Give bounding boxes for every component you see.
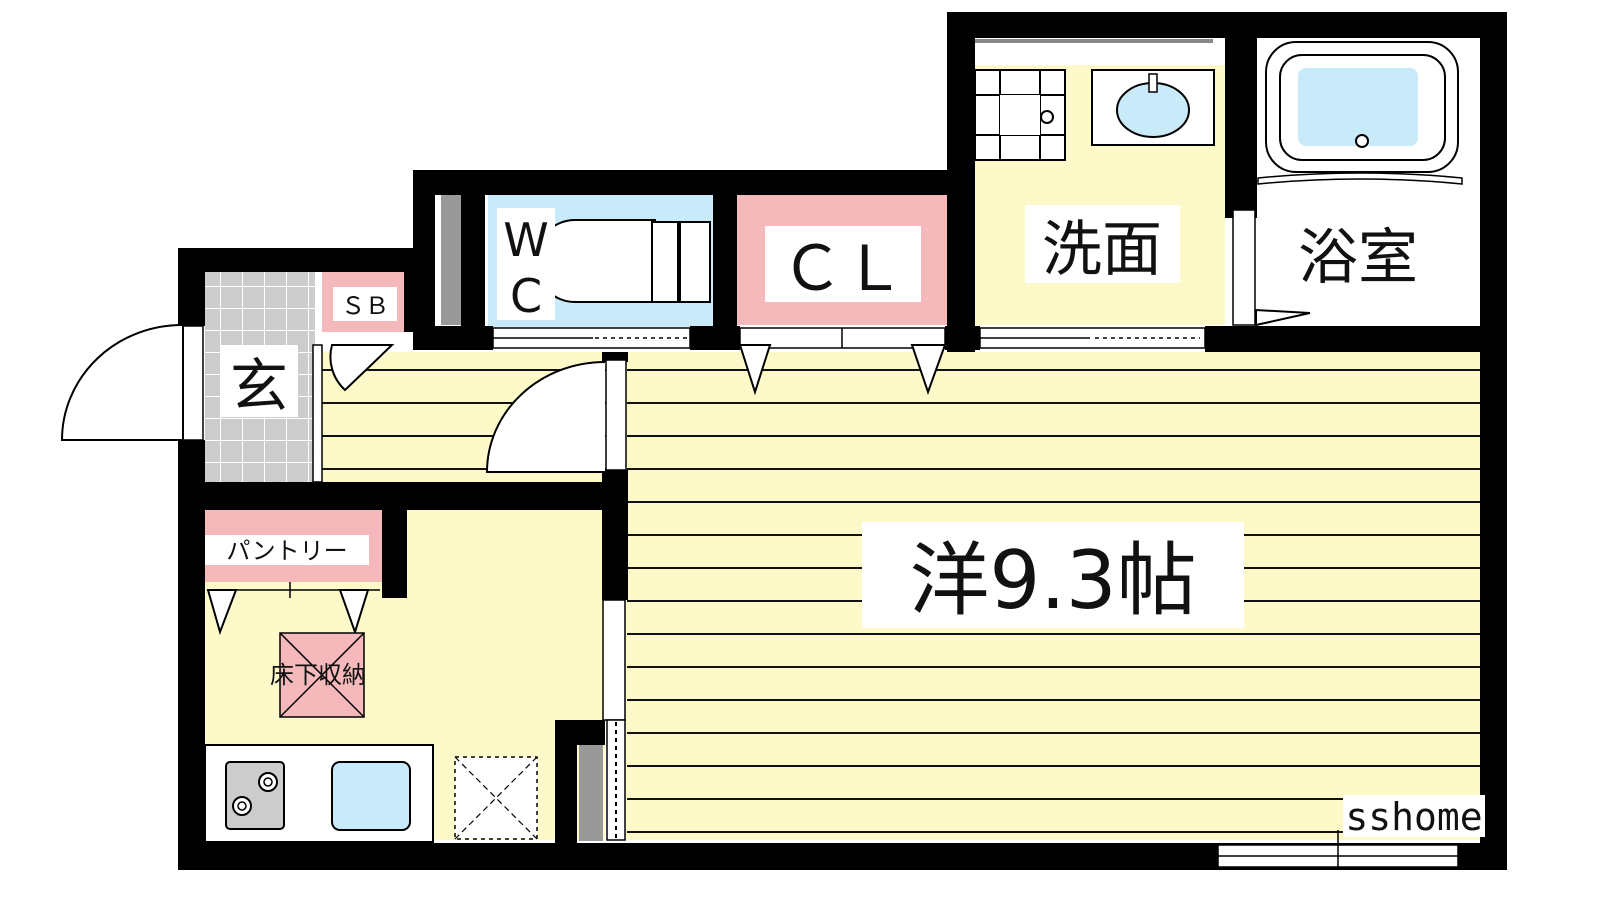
entrance-label: 玄 — [230, 352, 288, 420]
kitchen-sink — [331, 761, 411, 831]
shoe-box-label: ＳＢ — [341, 292, 389, 320]
door-swings — [60, 308, 1311, 636]
western-room-label: 洋9.3帖 — [909, 534, 1196, 627]
washroom-label: 洗面 — [1042, 215, 1162, 285]
watermark: sshome — [1345, 795, 1482, 839]
underfloor-storage-label: 床下収納 — [270, 661, 366, 689]
toilet-bowl — [534, 219, 711, 303]
label-backgrounds — [205, 205, 1433, 628]
closet-label: ＣＬ — [781, 232, 905, 305]
sliding-doors — [492, 327, 1206, 349]
pantry-label: パントリー — [226, 537, 347, 565]
toilet-label-c: C — [510, 269, 542, 323]
bath-label: 浴室 — [1298, 223, 1418, 293]
stove — [225, 761, 285, 830]
fridge-space — [454, 756, 538, 840]
toilet-label-w: W — [503, 213, 548, 267]
fixtures — [204, 41, 1463, 843]
